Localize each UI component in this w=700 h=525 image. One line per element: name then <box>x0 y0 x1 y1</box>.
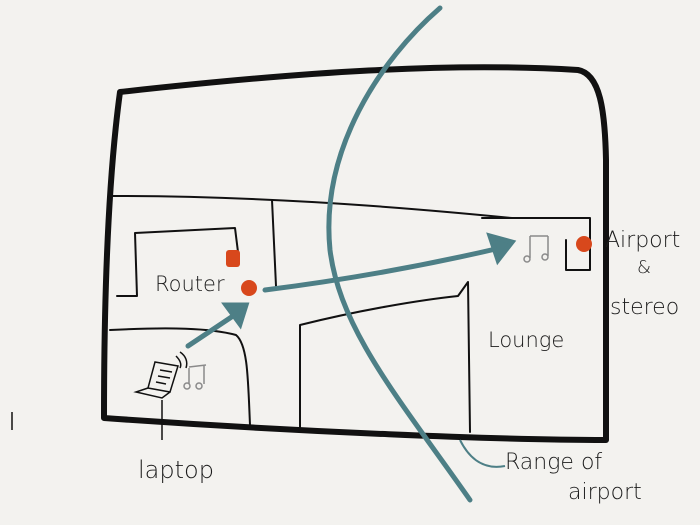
laptop-to-router-arrow <box>185 311 239 349</box>
airport-ampersand: & <box>637 257 652 278</box>
router-label: Router <box>155 272 225 296</box>
lounge-wall <box>299 281 471 433</box>
router-room-wall <box>116 227 239 297</box>
range-label-airport: airport <box>568 480 642 505</box>
laptop-label: laptop <box>138 456 214 484</box>
interior-wall <box>271 199 277 287</box>
music-note-icon <box>523 235 549 263</box>
interior-wall <box>481 217 591 271</box>
stereo-label: stereo <box>610 295 680 320</box>
range-of-airport-curve <box>326 5 473 503</box>
range-label: Range of <box>505 450 603 475</box>
router-device-icon <box>241 280 257 296</box>
airport-label: Airport <box>605 228 681 253</box>
lounge-label: Lounge <box>488 328 565 352</box>
router-device-icon <box>226 250 240 267</box>
airport-device-icon <box>576 236 592 252</box>
outer-wall <box>101 64 609 443</box>
arrowhead-icon <box>221 302 250 330</box>
router-to-airport-arrow <box>262 245 503 293</box>
arrowhead-icon <box>486 232 517 266</box>
laptop-room-wall <box>109 327 251 426</box>
range-pointer-line <box>459 439 506 468</box>
laptop-icon <box>133 351 188 440</box>
music-note-icon <box>183 364 207 390</box>
interior-wall <box>111 195 513 219</box>
